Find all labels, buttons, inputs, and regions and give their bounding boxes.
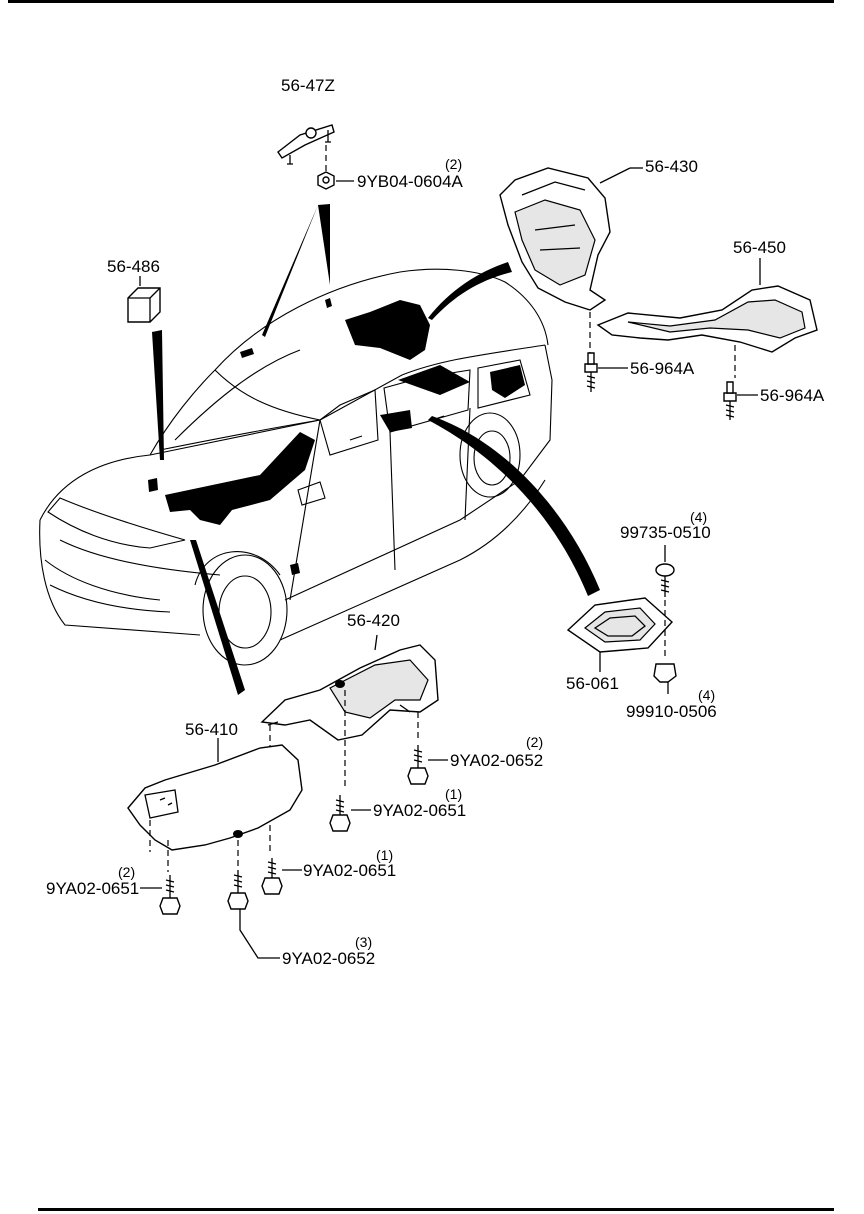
- qty-9ya02-0651-a: (1): [445, 786, 462, 802]
- bolt-9ya02-0652-b: [227, 870, 280, 959]
- bolt-9ya02-0651-b: [261, 858, 302, 895]
- bolt-9ya02-0652-a: [407, 745, 448, 785]
- qty-9yb04: (2): [445, 156, 462, 172]
- part-labels: 56-47Z (2) 9YB04-0604A 56-430 56-486 56-…: [46, 76, 825, 968]
- label-56-450: 56-450: [733, 238, 786, 257]
- bracket-56-47z: [277, 124, 335, 172]
- insulator-56-410: [127, 738, 303, 872]
- label-56-410: 56-410: [185, 720, 238, 739]
- bolt-9ya02-0651-c: [140, 875, 181, 915]
- label-9ya02-0652-b: 9YA02-0652: [282, 949, 375, 968]
- qty-9ya02-0651-c: (2): [118, 864, 135, 880]
- car-body: [39, 268, 553, 666]
- label-56-486: 56-486: [107, 257, 160, 276]
- pad-56-486: [127, 276, 161, 323]
- label-99735-0510: 99735-0510: [620, 523, 711, 542]
- label-9ya02-0651-a: 9YA02-0651: [373, 801, 466, 820]
- screw-56-964a-1: [584, 352, 628, 392]
- label-56-420: 56-420: [347, 611, 400, 630]
- qty-99735: (4): [690, 509, 707, 525]
- clip-99910: [653, 663, 677, 694]
- label-9ya02-0652-a: 9YA02-0652: [450, 751, 543, 770]
- bolt-9ya02-0651-a: [329, 795, 371, 832]
- insulator-56-420: [260, 634, 439, 855]
- insulator-56-430: [499, 167, 643, 355]
- label-56-964a-2: 56-964A: [760, 386, 825, 405]
- plug-56-061: [566, 597, 673, 672]
- label-99910-0506: 99910-0506: [626, 702, 717, 721]
- label-56-964a-1: 56-964A: [630, 359, 695, 378]
- label-56-061: 56-061: [566, 674, 619, 693]
- qty-9ya02-0652-a: (2): [526, 734, 543, 750]
- top-rule: [8, 0, 834, 3]
- label-9ya02-0651-c: 9YA02-0651: [46, 879, 139, 898]
- label-9yb04-0604a: 9YB04-0604A: [357, 172, 464, 191]
- qty-9ya02-0651-b: (1): [376, 847, 393, 863]
- nut-9yb04: [317, 171, 354, 190]
- bottom-rule: [38, 1208, 834, 1211]
- label-56-430: 56-430: [645, 157, 698, 176]
- callout-swooshes: [152, 204, 600, 695]
- qty-99910: (4): [698, 687, 715, 703]
- qty-9ya02-0652-b: (3): [355, 934, 372, 950]
- screw-99735: [655, 545, 675, 658]
- label-9ya02-0651-b: 9YA02-0651: [303, 861, 396, 880]
- label-56-47z: 56-47Z: [281, 76, 335, 95]
- insulator-56-450: [596, 258, 818, 378]
- screw-56-964a-2: [723, 381, 758, 420]
